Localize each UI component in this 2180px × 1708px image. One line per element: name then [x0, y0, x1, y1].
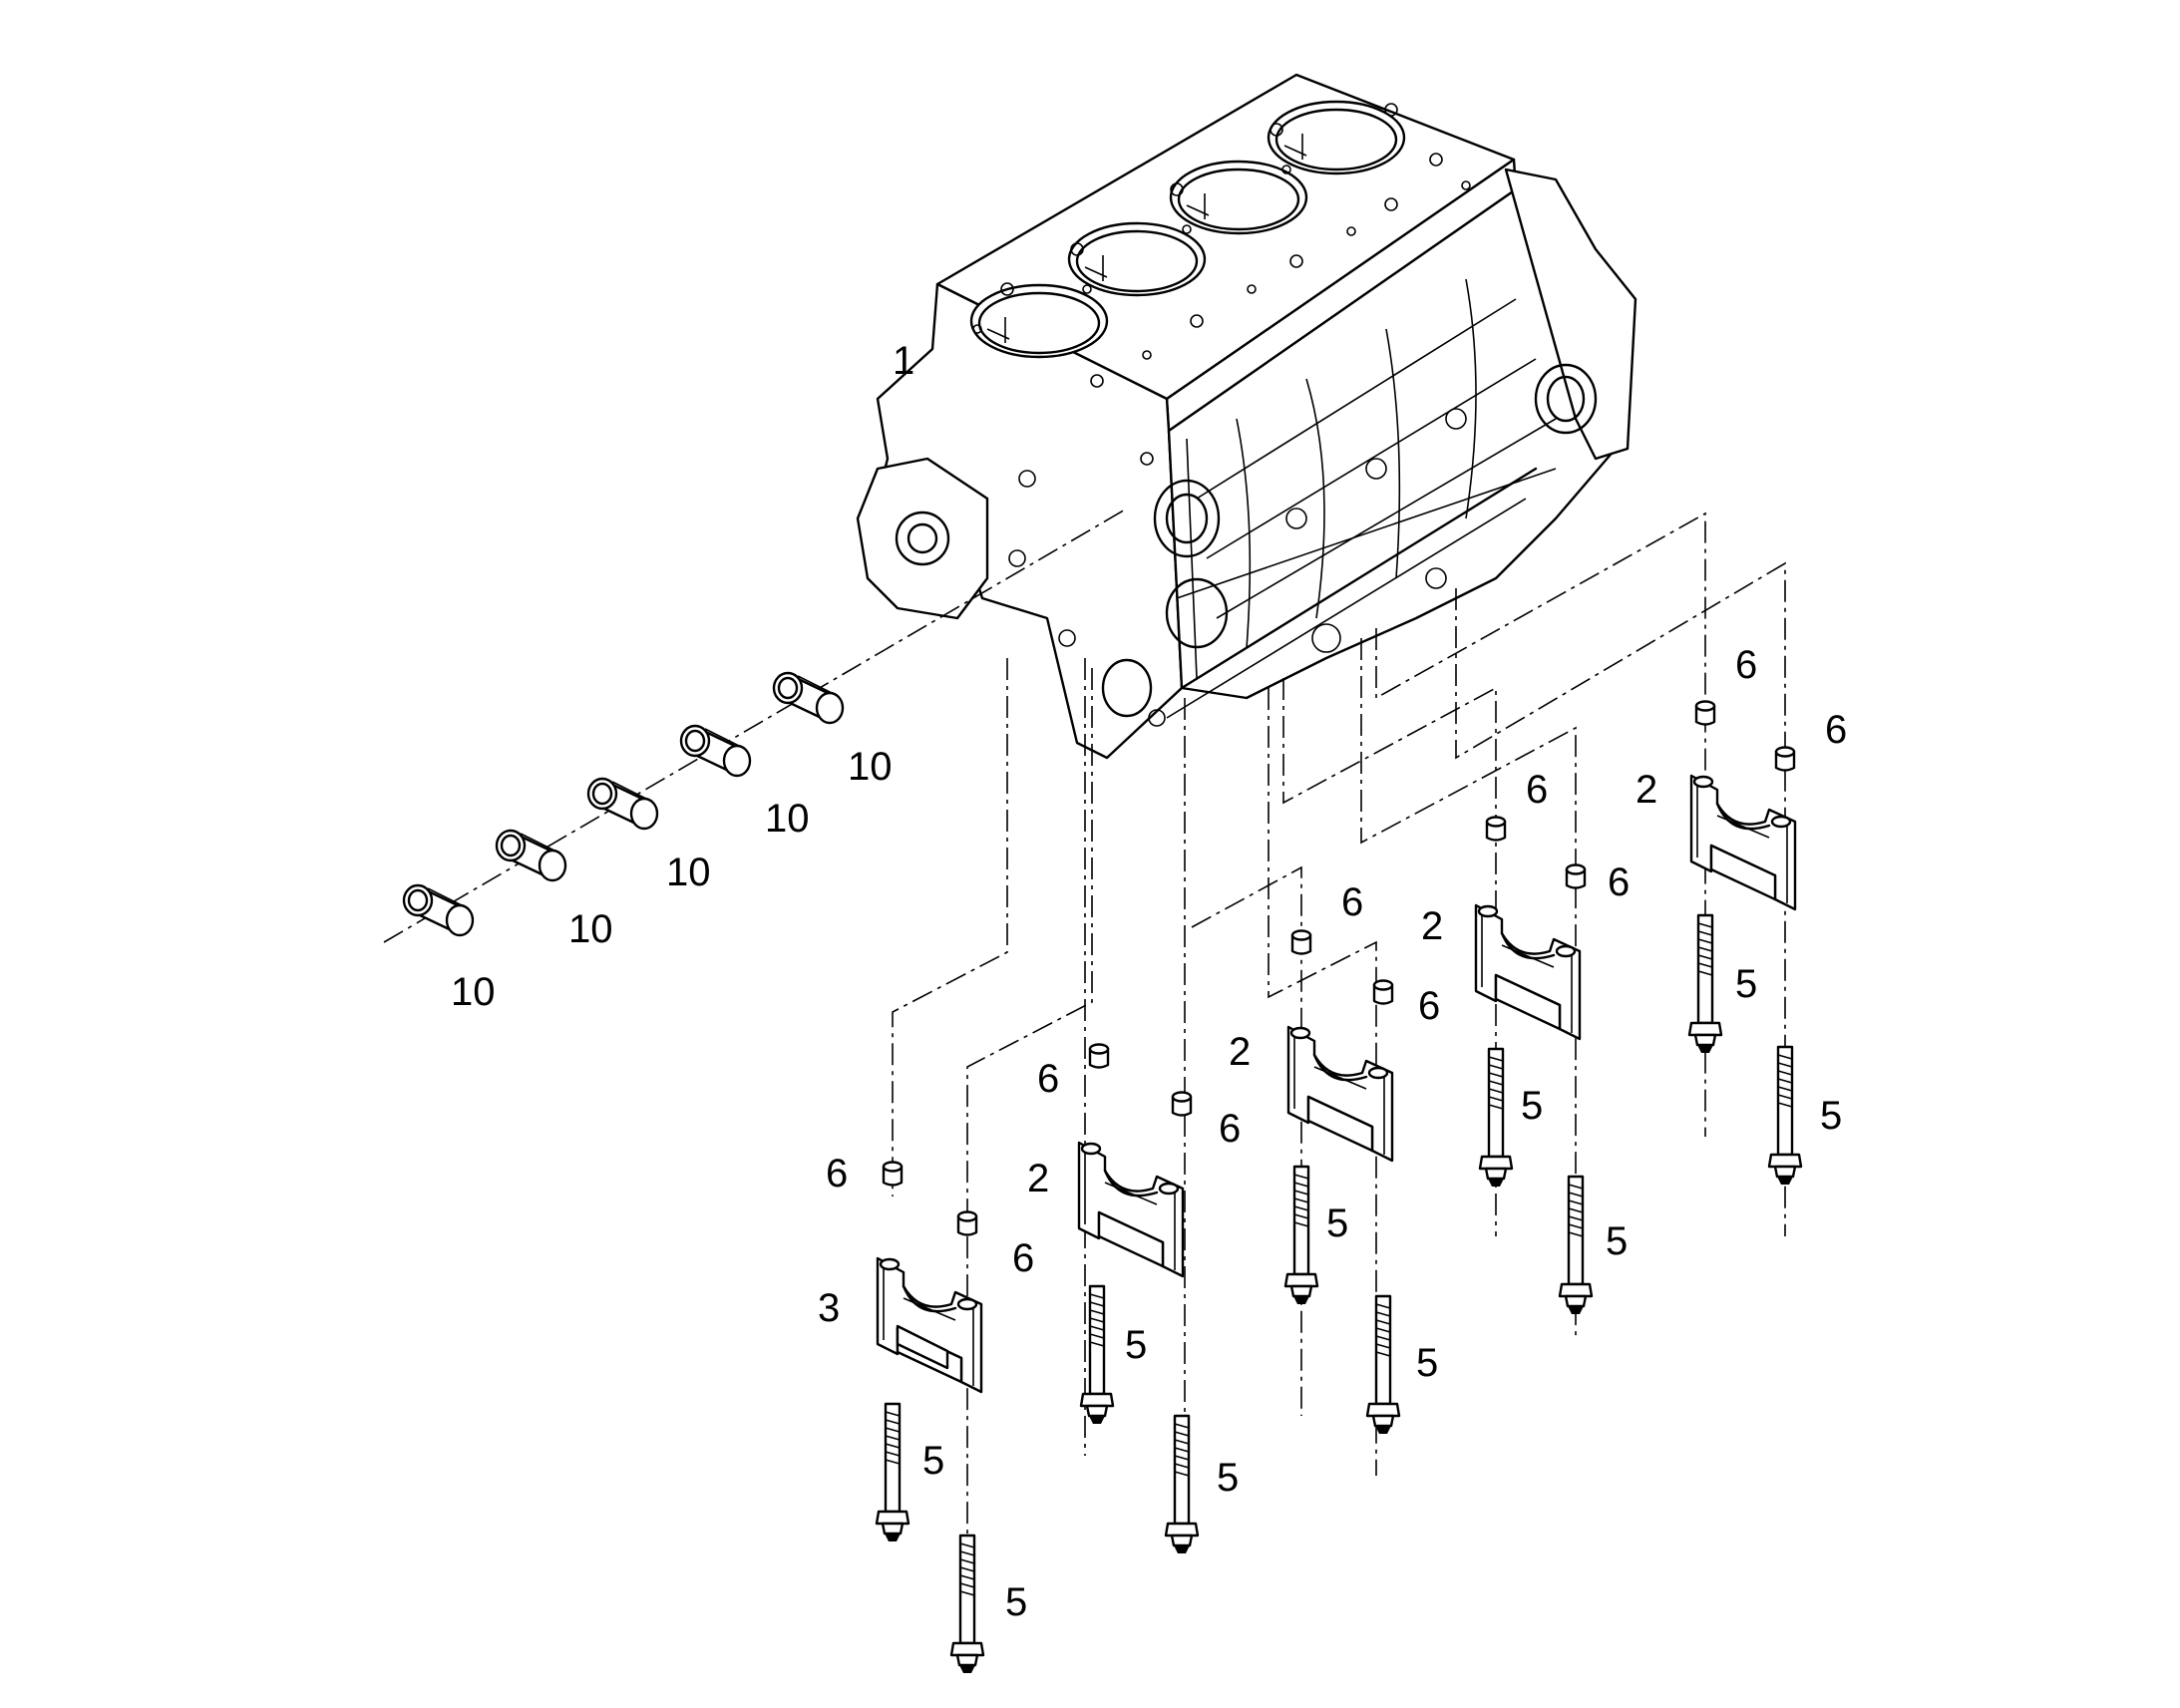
- label-bushing: 10: [848, 745, 893, 789]
- label-dowel: 6: [1037, 1057, 1059, 1101]
- label-dowel: 6: [1418, 984, 1440, 1028]
- label-bearing-cap: 2: [1027, 1157, 1049, 1200]
- label-dowel: 6: [1825, 708, 1847, 752]
- label-bolt: 5: [1820, 1094, 1842, 1138]
- callout-labels: 1 10 10 10 10 10 6 6 6 6 6 6 6 6 6 6 3 2…: [451, 339, 1847, 1624]
- label-cylinder-block: 1: [893, 339, 914, 383]
- label-bearing-cap: 2: [1229, 1030, 1251, 1074]
- label-bolt: 5: [1005, 1580, 1027, 1624]
- label-bolt: 5: [922, 1439, 944, 1483]
- label-dowel: 6: [1608, 860, 1630, 904]
- label-thrust-cap: 3: [818, 1286, 840, 1330]
- label-dowel: 6: [826, 1152, 848, 1196]
- label-bushing: 10: [451, 970, 496, 1014]
- cap-bolts: [875, 913, 1803, 1675]
- label-dowel: 6: [1341, 880, 1363, 924]
- label-bolt: 5: [1125, 1323, 1147, 1367]
- label-dowel: 6: [1012, 1236, 1034, 1280]
- label-bolt: 5: [1606, 1219, 1628, 1263]
- label-bolt: 5: [1735, 962, 1757, 1006]
- label-bearing-cap: 2: [1635, 768, 1657, 812]
- label-dowel: 6: [1526, 768, 1548, 812]
- cylinder-block-drawing: [856, 73, 1637, 760]
- bearing-caps: [876, 774, 1797, 1394]
- label-bolt: 5: [1416, 1341, 1438, 1385]
- label-bolt: 5: [1217, 1456, 1239, 1500]
- label-bushing: 10: [568, 907, 613, 951]
- label-bushing: 10: [666, 851, 711, 894]
- label-bolt: 5: [1521, 1084, 1543, 1128]
- label-bolt: 5: [1326, 1201, 1348, 1245]
- label-dowel: 6: [1735, 643, 1757, 687]
- label-bearing-cap: 2: [1421, 904, 1443, 948]
- label-dowel: 6: [1219, 1107, 1241, 1151]
- label-bushing: 10: [765, 797, 810, 841]
